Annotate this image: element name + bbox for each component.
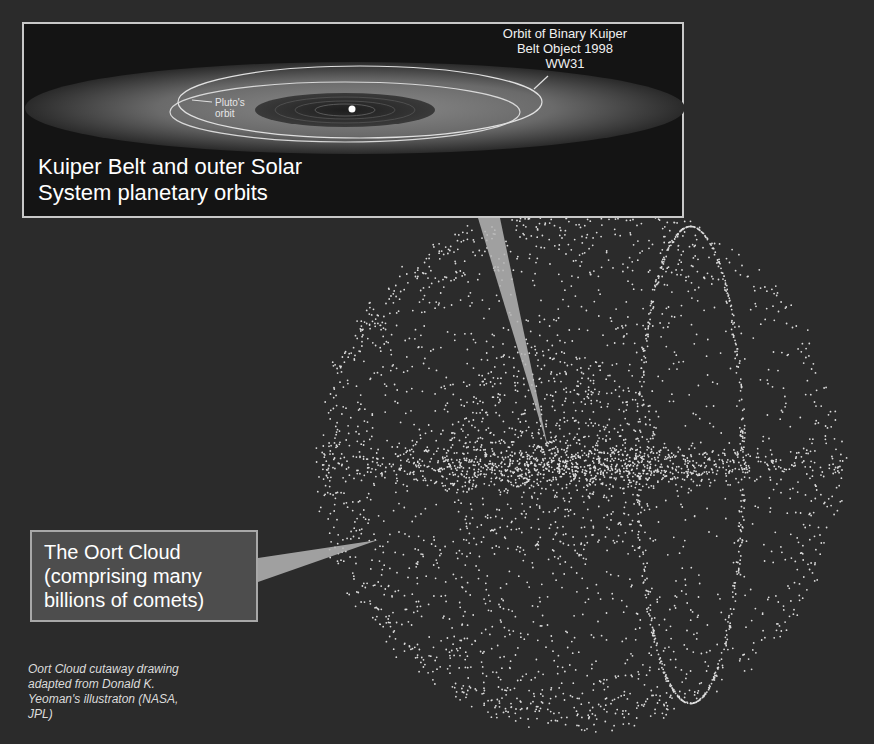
kuiper-belt-haze bbox=[25, 62, 685, 154]
leader-line bbox=[534, 76, 548, 89]
panel-heading: Kuiper Belt and outer Solar System plane… bbox=[38, 154, 378, 206]
sun bbox=[349, 106, 356, 113]
orbit-label: Orbit of Binary Kuiper Belt Object 1998 … bbox=[500, 26, 630, 71]
planet-region bbox=[255, 93, 435, 127]
credit-caption: Oort Cloud cutaway drawing adapted from … bbox=[28, 662, 200, 722]
ww31-orbit bbox=[178, 66, 542, 138]
pluto-orbit bbox=[170, 82, 520, 142]
planet-orbit bbox=[275, 97, 415, 123]
label-box: The Oort Cloud (comprising many billions… bbox=[30, 530, 258, 622]
box-label: The Oort Cloud (comprising many billions… bbox=[44, 540, 244, 612]
orbit-label: Pluto's orbit bbox=[215, 97, 257, 119]
pointer-wedge bbox=[258, 540, 378, 582]
comet-dots bbox=[316, 200, 848, 733]
leader-line bbox=[192, 100, 212, 102]
comet-dots bbox=[316, 200, 848, 733]
planet-orbit bbox=[295, 101, 395, 119]
planet-orbit bbox=[315, 104, 375, 116]
pointer-wedge bbox=[478, 218, 548, 448]
